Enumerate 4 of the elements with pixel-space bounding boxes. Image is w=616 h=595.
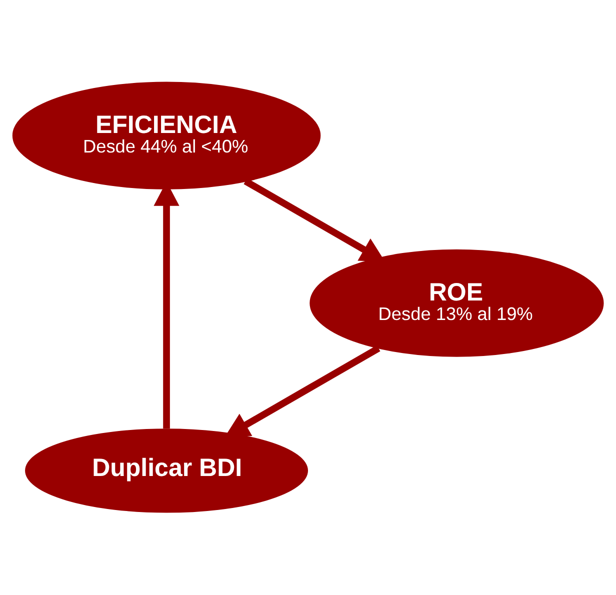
node-ellipse: ROE Desde 13% al 19% bbox=[310, 249, 604, 357]
node-ellipse: EFICIENCIA Desde 44% al <40% bbox=[12, 82, 321, 190]
arrow bbox=[224, 345, 380, 438]
node-ellipse: Duplicar BDI bbox=[25, 428, 308, 513]
